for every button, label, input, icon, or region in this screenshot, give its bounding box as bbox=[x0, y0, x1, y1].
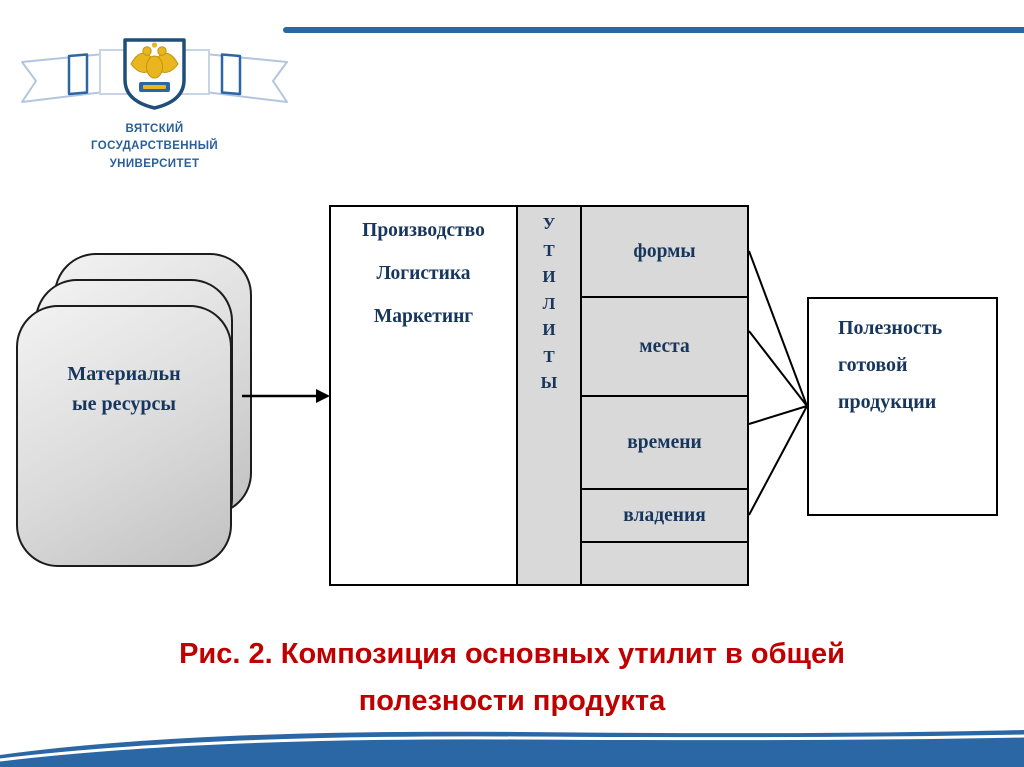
university-logo-block: ВЯТСКИЙ ГОСУДАРСТВЕННЫЙ УНИВЕРСИТЕТ bbox=[12, 34, 297, 173]
utility-label-place: места bbox=[639, 335, 690, 357]
converge-line-time bbox=[748, 405, 808, 425]
university-name: ВЯТСКИЙ ГОСУДАРСТВЕННЫЙ УНИВЕРСИТЕТ bbox=[90, 123, 219, 170]
footer-wave bbox=[0, 730, 1024, 767]
top-accent-line bbox=[283, 27, 1024, 33]
materials-stack: Материальн ые ресурсы bbox=[16, 253, 272, 569]
materials-label: Материальн ые ресурсы bbox=[67, 363, 181, 415]
flow-arrow-head-icon bbox=[316, 389, 330, 403]
utility-box-ownership: владения bbox=[582, 490, 747, 543]
utility-label-time: времени bbox=[627, 431, 702, 453]
result-label: Полезность готовой продукции bbox=[838, 317, 943, 413]
utility-box-form: формы bbox=[582, 207, 747, 298]
process-item-marketing: Маркетинг bbox=[373, 306, 474, 327]
utility-box-time: времени bbox=[582, 397, 747, 490]
figure-caption: Рис. 2. Композиция основных утилит в общ… bbox=[179, 638, 845, 717]
converge-line-place bbox=[748, 330, 808, 407]
utilities-column: формы места времени владения bbox=[580, 205, 749, 586]
converge-line-ownership bbox=[748, 405, 808, 516]
utility-label-form: формы bbox=[633, 240, 696, 262]
result-box: Полезность готовой продукции bbox=[807, 297, 998, 516]
utilities-column-filler bbox=[582, 543, 747, 584]
process-box: Производство Логистика Маркетинг bbox=[329, 205, 518, 586]
utility-box-place: места bbox=[582, 298, 747, 397]
converge-line-form bbox=[748, 250, 808, 407]
process-item-production: Производство bbox=[362, 220, 485, 241]
university-ribbon-logo-icon bbox=[21, 38, 288, 110]
utilities-vertical-strip: У Т И Л И Т Ы bbox=[516, 205, 582, 586]
process-item-logistics: Логистика bbox=[376, 263, 471, 284]
utilities-vertical-label: У Т И Л И Т Ы bbox=[540, 214, 558, 392]
materials-card-front: Материальн ые ресурсы bbox=[16, 305, 232, 567]
utility-label-ownership: владения bbox=[623, 504, 706, 526]
